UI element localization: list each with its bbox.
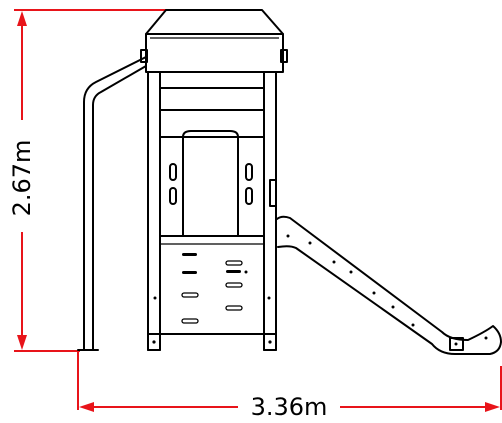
roof [140,9,288,73]
slide-mount-bracket [269,179,277,207]
post-left [147,71,161,351]
handrail-pole [77,56,147,351]
roof-bracket-left [140,49,148,63]
width-arrow-left [79,402,94,412]
roof-bracket-right [280,49,288,63]
slide [276,215,502,355]
lower-panel [153,235,271,335]
width-dimension: 3.36m [77,352,502,421]
posts [147,71,277,351]
width-label: 3.36m [251,393,328,421]
height-dimension: 2.67m [8,9,166,352]
post-right [263,71,277,351]
width-arrow-right [485,402,500,412]
side-panel [159,130,277,237]
height-label: 2.67m [8,140,36,217]
height-arrow-top [17,11,27,26]
height-arrow-bottom [17,335,27,350]
panel-window [182,130,239,237]
upper-frame [159,87,265,138]
slide-foot-bracket [449,337,464,351]
